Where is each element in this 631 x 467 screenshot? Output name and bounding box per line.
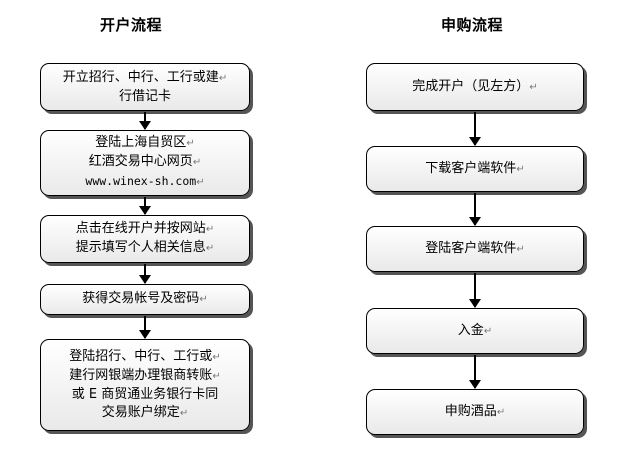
left-step-3-box: 点击在线开户并按网站↵ 提示填写个人相关信息↵ — [40, 215, 250, 263]
left-step-4-line-1: 获得交易帐号及密码 — [82, 291, 200, 306]
left-step-2-box: 登陆上海自贸区↵ 红酒交易中心网页↵ www.winex-sh.com↵ — [40, 130, 250, 196]
right-arrow-4 — [469, 355, 481, 389]
left-step-5-line-2: 建行网银端办理银商转账 — [69, 367, 213, 383]
right-step-3-line-1: 登陆客户端软件 — [425, 240, 517, 256]
right-step-2-box: 下载客户端软件↵ — [366, 146, 584, 192]
left-step-2-line-1: 登陆上海自贸区 — [95, 135, 187, 150]
paragraph-mark-icon: ↵ — [529, 81, 538, 93]
right-arrow-1 — [469, 112, 481, 146]
paragraph-mark-icon: ↵ — [179, 407, 189, 419]
paragraph-mark-icon: ↵ — [496, 406, 506, 418]
paragraph-mark-icon: ↵ — [186, 138, 195, 149]
left-arrow-3 — [139, 264, 151, 284]
paragraph-mark-icon: ↵ — [212, 351, 221, 363]
left-step-2-url: www.winex-sh.com — [85, 174, 197, 188]
paragraph-mark-icon: ↵ — [516, 243, 525, 255]
left-step-1-line-2: 行借记卡 — [118, 88, 171, 104]
left-column-title: 开户流程 — [100, 16, 163, 34]
right-column-title: 申购流程 — [441, 16, 504, 34]
paragraph-mark-icon: ↵ — [516, 163, 525, 175]
left-arrow-1 — [139, 112, 151, 130]
left-step-1-line-1: 开立招行、中行、工行或建 — [62, 69, 219, 85]
left-step-1-box: 开立招行、中行、工行或建↵ 行借记卡 — [40, 63, 250, 111]
right-step-3-box: 登陆客户端软件↵ — [366, 226, 584, 272]
left-step-5-line-4: 交易账户绑定 — [101, 404, 180, 420]
paragraph-mark-icon: ↵ — [483, 325, 493, 337]
right-step-5-line-1: 申购酒品 — [444, 403, 497, 419]
paragraph-mark-icon: ↵ — [199, 294, 208, 305]
left-step-3-line-2: 提示填写个人相关信息 — [75, 240, 206, 255]
right-step-1-box: 完成开户（见左方）↵ — [366, 63, 584, 111]
left-step-3-line-1: 点击在线开户并按网站 — [75, 221, 206, 236]
left-arrow-2 — [139, 197, 151, 215]
right-arrow-3 — [469, 273, 481, 308]
left-step-2-line-2: 红酒交易中心网页 — [88, 154, 193, 169]
right-step-1-line-1: 完成开户（见左方） — [412, 78, 530, 94]
paragraph-mark-icon: ↵ — [218, 72, 228, 84]
paragraph-mark-icon: ↵ — [192, 157, 202, 168]
paragraph-mark-icon: ↵ — [205, 243, 215, 254]
left-arrow-4 — [139, 316, 151, 339]
right-step-5-box: 申购酒品↵ — [366, 389, 584, 435]
right-step-2-line-1: 下载客户端软件 — [425, 160, 517, 176]
right-step-4-box: 入金↵ — [366, 308, 584, 354]
left-step-5-line-1: 登陆招行、中行、工行或 — [69, 348, 213, 364]
right-arrow-2 — [469, 193, 481, 226]
paragraph-mark-icon: ↵ — [212, 370, 221, 382]
left-step-5-line-3: 或 E 商贸通业务银行卡同 — [71, 386, 219, 402]
right-step-4-line-1: 入金 — [457, 322, 484, 338]
paragraph-mark-icon: ↵ — [196, 177, 205, 188]
left-step-4-box: 获得交易帐号及密码↵ — [40, 284, 250, 315]
paragraph-mark-icon: ↵ — [205, 224, 215, 235]
left-step-5-box: 登陆招行、中行、工行或↵ 建行网银端办理银商转账↵ 或 E 商贸通业务银行卡同 … — [40, 339, 250, 431]
